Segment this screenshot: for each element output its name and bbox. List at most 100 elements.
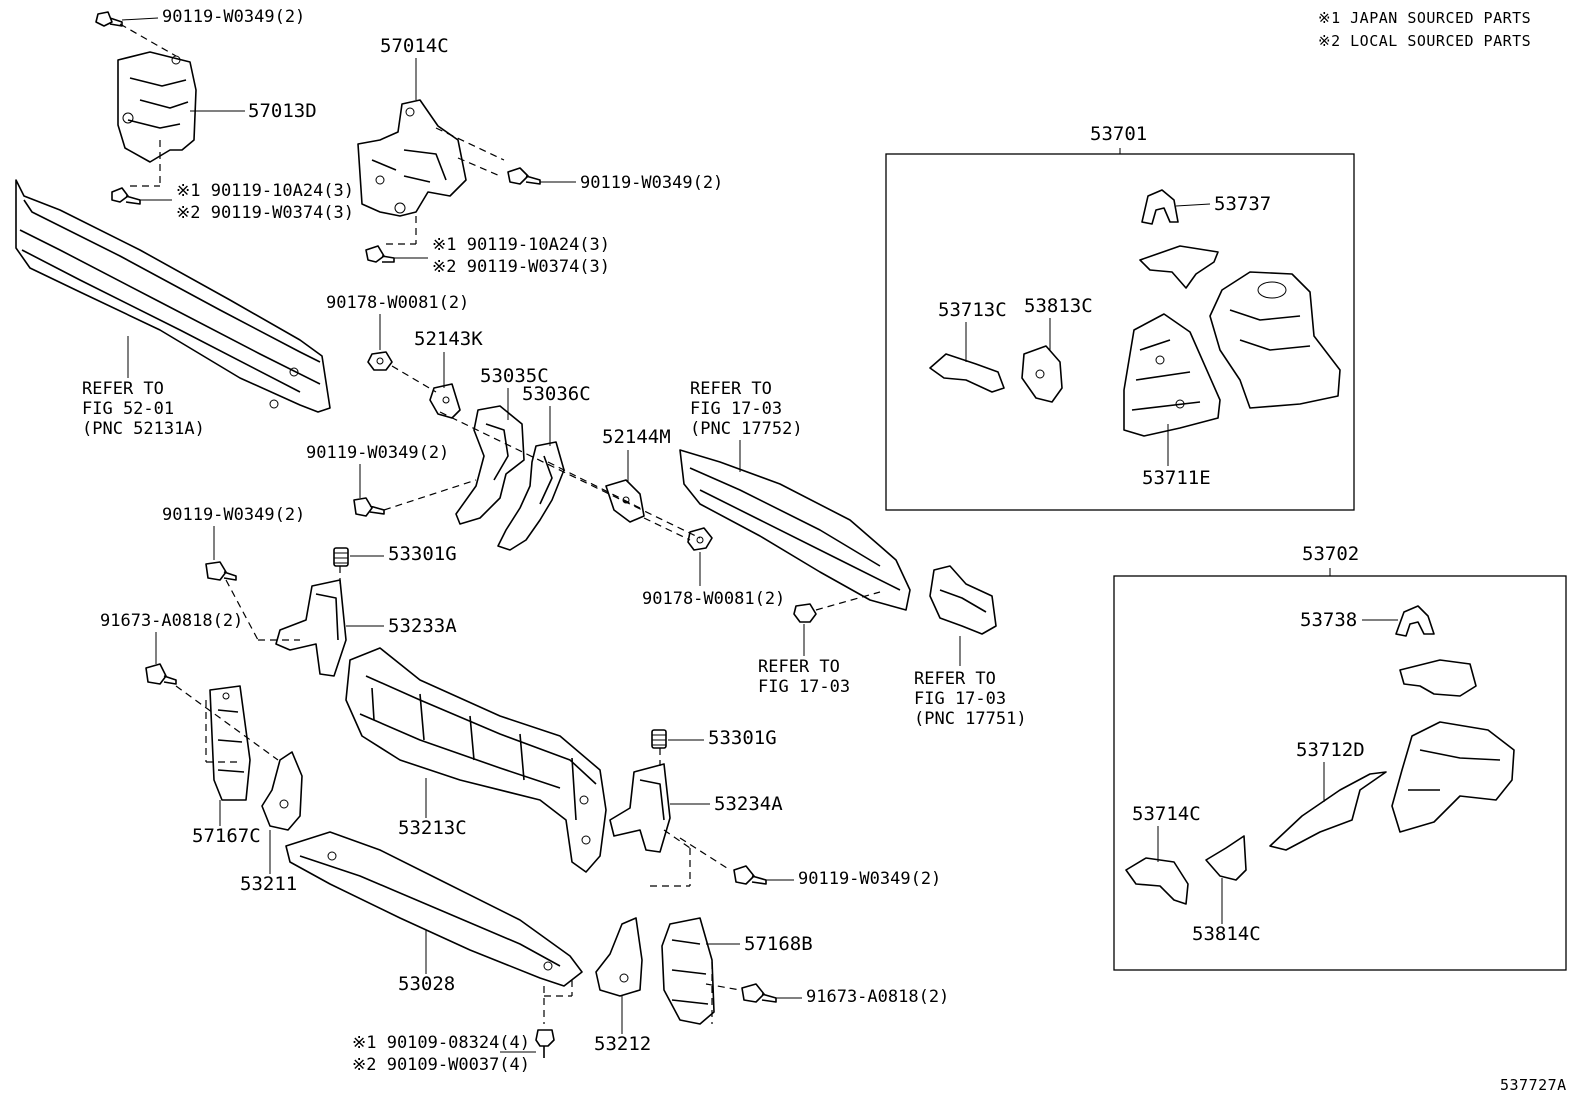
part-57167c-bracket — [209, 685, 251, 801]
label-90109-08324: ※1 90109-08324(4) — [352, 1033, 530, 1053]
label-52144m: 52144M — [602, 426, 671, 448]
part-53301g-cushion-b — [651, 729, 667, 749]
label-53713c: 53713C — [938, 299, 1007, 321]
note-japan-sourced: ※1 JAPAN SOURCED PARTS — [1318, 9, 1531, 27]
label-53814c: 53814C — [1192, 923, 1261, 945]
bolt-icon — [507, 167, 541, 185]
label-53301g-a: 53301G — [388, 543, 457, 565]
label-90178-w0081-b: 90178-W0081(2) — [642, 589, 785, 609]
part-53738 — [1395, 605, 1435, 637]
label-53213c: 53213C — [398, 817, 467, 839]
part-53212-bracket — [595, 917, 643, 997]
bolt-icon — [365, 245, 395, 263]
part-53211-bracket — [261, 751, 303, 831]
ref-17752-line3: (PNC 17752) — [690, 419, 803, 439]
label-90109-w0037: ※2 90109-W0037(4) — [352, 1055, 530, 1075]
nut-icon — [687, 527, 713, 551]
ref-17751-line3: (PNC 17751) — [914, 709, 1027, 729]
figure-code: 537727A — [1500, 1076, 1567, 1094]
part-53301g-cushion — [333, 547, 349, 567]
label-53813c: 53813C — [1024, 295, 1093, 317]
label-91673-a0818-b: 91673-A0818(2) — [806, 987, 949, 1007]
clip-icon — [793, 603, 817, 623]
bolt-icon — [95, 11, 123, 27]
label-57013d: 57013D — [248, 100, 317, 122]
note-local-sourced: ※2 LOCAL SOURCED PARTS — [1318, 32, 1531, 50]
label-90119-w0374-b: ※2 90119-W0374(3) — [432, 257, 610, 277]
part-53813c — [1021, 345, 1063, 403]
label-90119-w0349-e: 90119-W0349(2) — [798, 869, 941, 889]
label-57014c: 57014C — [380, 35, 449, 57]
label-90119-w0349-c: 90119-W0349(2) — [306, 443, 449, 463]
part-upper-panel-a — [1139, 245, 1219, 289]
label-52143k: 52143K — [414, 328, 483, 350]
group-box-53702 — [1113, 575, 1567, 971]
label-57168b: 57168B — [744, 933, 813, 955]
label-53738: 53738 — [1300, 609, 1357, 631]
part-57168b-bracket — [661, 917, 715, 1025]
label-90119-w0349-b: 90119-W0349(2) — [580, 173, 723, 193]
part-57013d-mount — [117, 51, 197, 163]
part-wheel-housing-left — [1391, 721, 1515, 833]
label-90119-w0349-d: 90119-W0349(2) — [162, 505, 305, 525]
bolt-icon — [205, 561, 237, 581]
bolt-icon — [733, 865, 767, 885]
nut-icon — [367, 351, 393, 371]
ref-52131a-line2: FIG 52-01 — [82, 399, 174, 419]
label-53234a: 53234A — [714, 793, 783, 815]
ref-1703-line2: FIG 17-03 — [758, 677, 850, 697]
ref-52131a-line3: (PNC 52131A) — [82, 419, 205, 439]
ref-1703-line1: REFER TO — [758, 657, 840, 677]
group-box-53701 — [885, 153, 1355, 511]
part-52143k — [429, 383, 461, 419]
part-53233a-bracket — [275, 579, 347, 677]
ref-17751-line1: REFER TO — [914, 669, 996, 689]
part-air-guide-17752 — [679, 449, 911, 611]
bolt-icon — [535, 1029, 555, 1058]
label-90178-w0081-a: 90178-W0081(2) — [326, 293, 469, 313]
ref-17752-line1: REFER TO — [690, 379, 772, 399]
label-53036c: 53036C — [522, 383, 591, 405]
label-53028: 53028 — [398, 973, 455, 995]
part-wheel-housing-right — [1209, 271, 1341, 409]
part-53814c — [1205, 835, 1247, 881]
ref-52131a-line1: REFER TO — [82, 379, 164, 399]
label-53233a: 53233A — [388, 615, 457, 637]
label-group-53702: 53702 — [1302, 543, 1359, 565]
part-bumper-reinforcement — [15, 179, 331, 413]
label-53035c: 53035C — [480, 365, 549, 387]
label-53301g-b: 53301G — [708, 727, 777, 749]
label-53712d: 53712D — [1296, 739, 1365, 761]
bolt-icon — [741, 983, 777, 1003]
part-53737 — [1141, 189, 1179, 225]
label-90119-w0349-top: 90119-W0349(2) — [162, 7, 305, 27]
bolt-icon — [145, 663, 177, 685]
label-53212: 53212 — [594, 1033, 651, 1055]
part-53711e-apron — [1123, 313, 1221, 437]
bolt-icon — [111, 187, 141, 205]
part-53714c — [1125, 857, 1189, 905]
part-53035c-support — [455, 405, 525, 525]
label-53737: 53737 — [1214, 193, 1271, 215]
label-53211: 53211 — [240, 873, 297, 895]
label-90119-w0374-a: ※2 90119-W0374(3) — [176, 203, 354, 223]
label-57167c: 57167C — [192, 825, 261, 847]
label-90119-10a24-a: ※1 90119-10A24(3) — [176, 181, 354, 201]
part-53234a-bracket — [609, 763, 671, 853]
part-53028-lower-support — [285, 831, 583, 987]
label-53714c: 53714C — [1132, 803, 1201, 825]
part-53713c — [929, 353, 1005, 393]
label-90119-10a24-b: ※1 90119-10A24(3) — [432, 235, 610, 255]
part-upper-panel-b — [1399, 659, 1477, 697]
label-group-53701: 53701 — [1090, 123, 1147, 145]
part-53712d — [1269, 771, 1387, 851]
part-53213c-radiator-support — [345, 647, 607, 873]
ref-17751-line2: FIG 17-03 — [914, 689, 1006, 709]
part-53036c-support — [497, 441, 565, 551]
part-57014c-bracket — [357, 99, 467, 217]
label-53711e: 53711E — [1142, 467, 1211, 489]
label-91673-a0818-a: 91673-A0818(2) — [100, 611, 243, 631]
bolt-icon — [353, 497, 385, 517]
ref-17752-line2: FIG 17-03 — [690, 399, 782, 419]
